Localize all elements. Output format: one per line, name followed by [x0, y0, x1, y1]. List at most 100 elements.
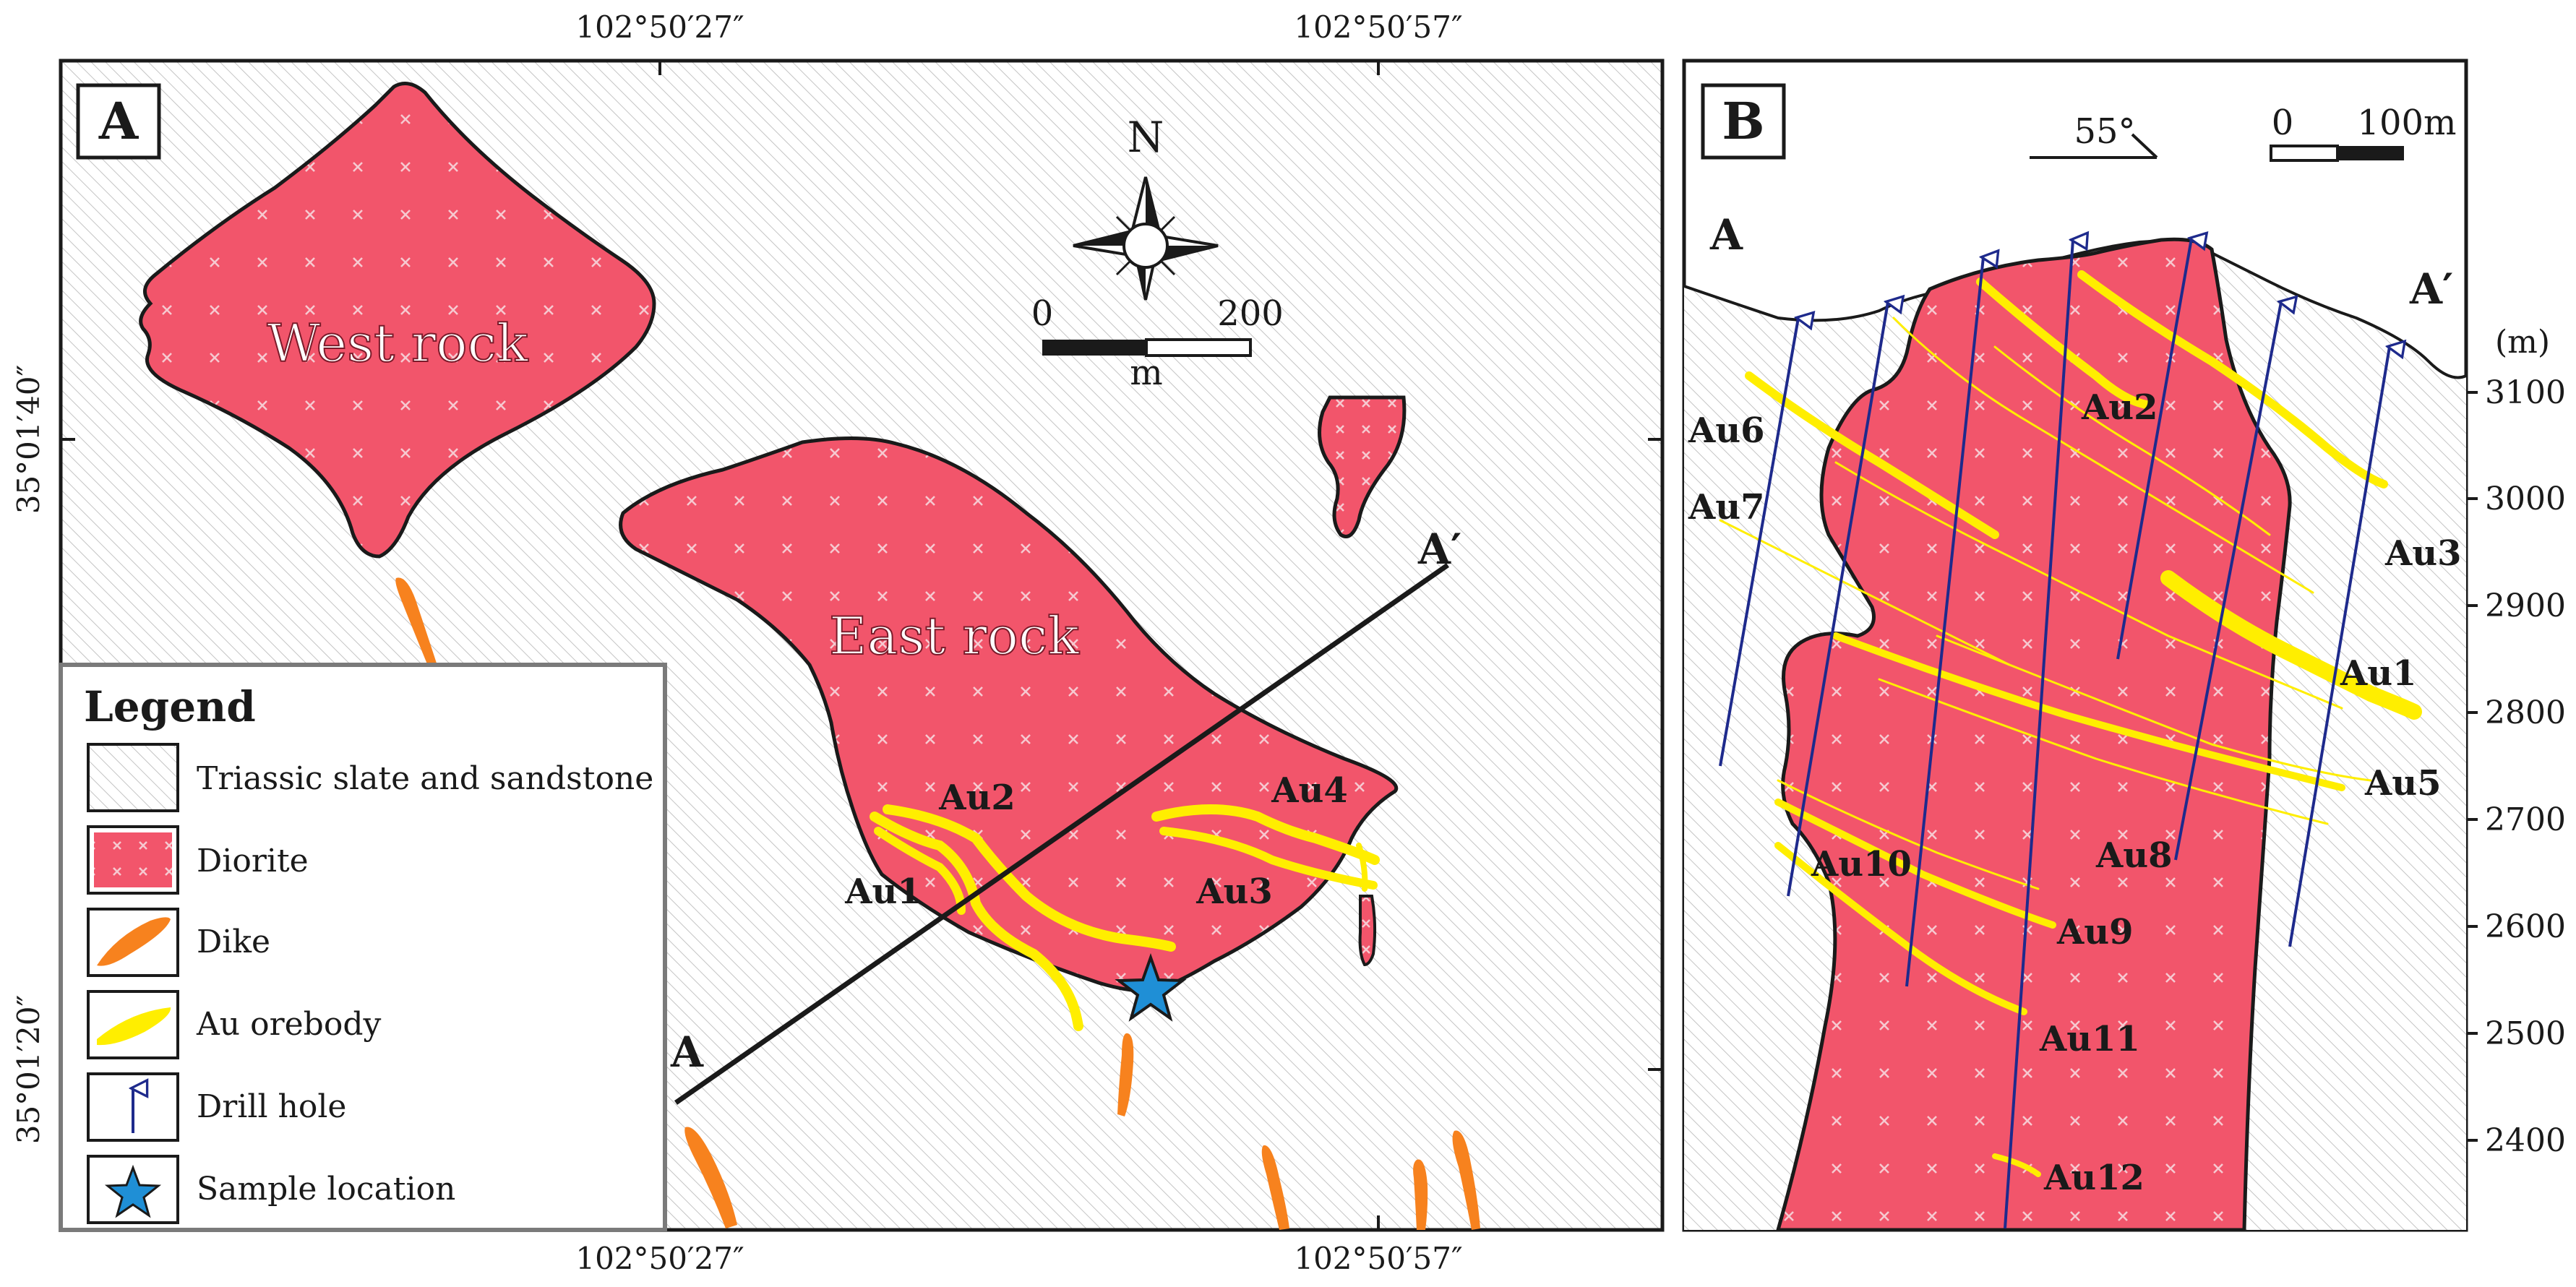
north-label: N: [1128, 113, 1164, 162]
orebody-au8-section: [1832, 632, 2345, 791]
dike: [684, 1127, 737, 1228]
orebody-au5-section: [1936, 634, 2372, 782]
panel-b-label: B: [1722, 91, 1764, 151]
west-rock-label: West rock: [267, 313, 529, 374]
elevation-label: 2900: [2485, 587, 2566, 624]
orebody-au1-b: [874, 827, 966, 915]
east-rock-label: East rock: [829, 606, 1080, 666]
scale-a-end: 200: [1217, 293, 1284, 334]
topography-line: [1683, 240, 2467, 379]
legend-item-diorite: Diorite: [197, 843, 309, 879]
west-rock-polygon: [139, 82, 656, 559]
orebody-au3-section: [2077, 270, 2388, 488]
orebody-au10-section: [1774, 842, 2027, 1015]
label-au2: Au2: [938, 778, 1016, 818]
elevation-label: 2800: [2485, 694, 2566, 731]
label-b-au6: Au6: [1688, 410, 1765, 451]
label-b-au10: Au10: [1811, 844, 1912, 884]
section-end-a-prime: A′: [1417, 525, 1461, 574]
coord-bottom-right: 102°50′57″: [1294, 1241, 1462, 1276]
drill-hole: [1905, 257, 1983, 987]
orebodies-b: [1719, 270, 2422, 1177]
orebody-au9-section: [1774, 799, 2056, 929]
coord-left-lower: 35°01′20″: [11, 995, 46, 1145]
section-b-end-a: A: [1709, 210, 1743, 259]
legend-item-orebody: Au orebody: [196, 1006, 381, 1043]
drill-hole: [1787, 302, 1888, 897]
panel-a-label: A: [98, 91, 139, 151]
legend: Legend Triassic slate and sandstone Dior…: [59, 663, 667, 1232]
coord-top-left: 102°50′27″: [575, 9, 744, 45]
slate-hatch-icon: [87, 743, 179, 812]
label-au4: Au4: [1271, 770, 1348, 811]
drill-holes: [1719, 238, 2390, 1229]
diorite-icon: [94, 832, 172, 887]
orebody-thin-vein: [1878, 678, 2329, 825]
label-b-au8: Au8: [2095, 835, 2173, 876]
drill-hole: [2288, 347, 2390, 947]
panel-b: A A′ Au6 Au7 Au2 Au3 Au1 Au5 Au8 Au10 Au…: [1682, 59, 2468, 1232]
legend-item-slate: Triassic slate and sandstone: [197, 760, 653, 797]
scale-a-start: 0: [1031, 293, 1054, 334]
orebody-au12-section: [1992, 1153, 2041, 1177]
orebodies-a: [870, 804, 1380, 1031]
orebody-au2: [883, 804, 1176, 952]
legend-item-sample: Sample location: [197, 1171, 455, 1208]
elevation-label: 2700: [2485, 801, 2566, 838]
small-diorite-body: [1318, 395, 1407, 538]
orebody-au4: [1151, 804, 1380, 865]
dike: [395, 577, 439, 676]
orebody-au3: [1159, 827, 1378, 890]
section-b-end-a-prime: A′: [2409, 264, 2453, 314]
elevation-label: 2600: [2485, 908, 2566, 945]
orebody-au7-section: [1719, 519, 2011, 666]
label-b-au9: Au9: [2056, 912, 2134, 952]
sample-location-star: [1115, 953, 1187, 1022]
label-b-au12: Au12: [2043, 1158, 2144, 1198]
label-au3: Au3: [1195, 871, 1273, 912]
orebody-thin-vein: [1777, 779, 2040, 890]
legend-item-dike: Dike: [197, 924, 270, 960]
north-arrow: [1073, 176, 1219, 301]
elevation-axis: (m) 3100 3000 2900 2800 2700 2600 2500 2…: [2466, 324, 2566, 1159]
dike: [1452, 1130, 1480, 1230]
elevation-label: 2500: [2485, 1015, 2566, 1052]
label-au1: Au1: [844, 871, 922, 912]
label-b-au3: Au3: [2384, 533, 2462, 574]
elevation-unit: (m): [2495, 324, 2550, 361]
coord-bottom-left: 102°50′27″: [575, 1241, 744, 1276]
legend-title: Legend: [84, 682, 256, 731]
coord-left-upper: 35°01′40″: [11, 365, 46, 515]
orebody-thin-vein: [1993, 345, 2271, 536]
orebody-icon: [97, 1007, 171, 1046]
section-end-a: A: [670, 1028, 704, 1077]
east-rock-tail: [1358, 895, 1377, 967]
dike: [1117, 1033, 1134, 1116]
orebody-thin-vein: [1834, 461, 2343, 710]
star-icon: [104, 1164, 162, 1218]
elevation-label: 2400: [2485, 1122, 2566, 1159]
legend-item-drill-hole: Drill hole: [197, 1088, 346, 1125]
scale-b-end: 100m: [2357, 103, 2456, 143]
orebody-au1: [870, 812, 1083, 1031]
east-rock-polygon: [619, 436, 1399, 993]
dike: [1413, 1159, 1428, 1230]
dip-angle: 55°: [2074, 111, 2135, 152]
dip-symbol: [2030, 133, 2158, 159]
drill-hole: [2004, 240, 2073, 1229]
label-b-au1: Au1: [2340, 653, 2417, 694]
orebody-au1-section: [2160, 570, 2422, 720]
scale-a-unit: m: [1130, 353, 1163, 393]
label-b-au11: Au11: [2039, 1019, 2140, 1059]
panel-a-label-box: [76, 83, 161, 160]
scale-bar-b: [2270, 145, 2404, 162]
drill-hole: [2174, 302, 2281, 861]
scale-b-start: 0: [2272, 103, 2294, 143]
label-b-au2: Au2: [2081, 387, 2158, 428]
panel-b-label-box: [1701, 83, 1786, 160]
orebody-au4-tail: [1356, 843, 1368, 892]
label-b-au5: Au5: [2364, 763, 2442, 804]
drill-hole: [1719, 318, 1798, 767]
